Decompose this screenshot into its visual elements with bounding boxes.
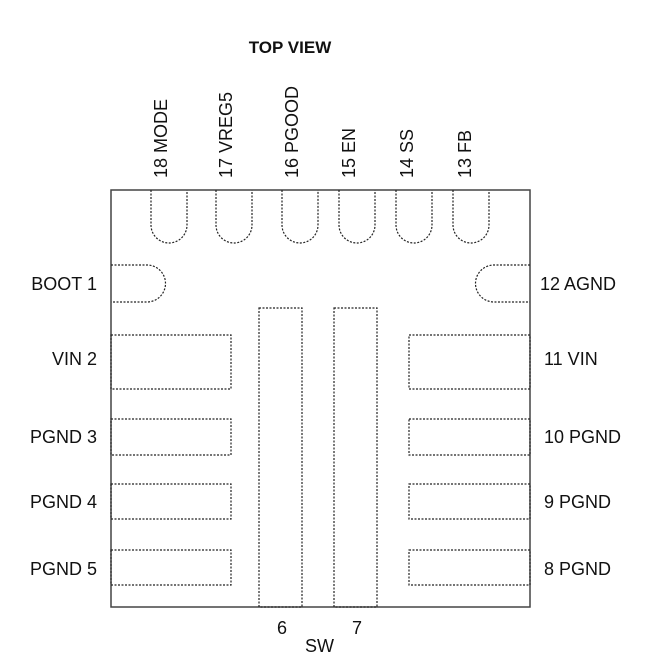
pin-label-2: VIN 2 xyxy=(51,349,97,369)
package-body xyxy=(110,189,531,608)
pad-18 xyxy=(150,190,188,244)
pad-12 xyxy=(474,264,530,303)
pin-label-13: 13 FB xyxy=(455,129,475,178)
pad-13 xyxy=(452,190,490,244)
pin-label-17: 17 VREG5 xyxy=(216,91,236,178)
pin-label-14: 14 SS xyxy=(397,128,417,178)
pin-label-1: BOOT 1 xyxy=(31,274,97,294)
pad-5 xyxy=(110,549,232,586)
pad-16 xyxy=(281,190,319,244)
diagram-title: TOP VIEW xyxy=(248,38,332,57)
pin-label-8: 8 PGND xyxy=(544,559,612,579)
pad-15 xyxy=(338,190,376,244)
pin-label-11: 11 VIN xyxy=(544,349,598,369)
pad-8 xyxy=(408,549,531,586)
pad-7 xyxy=(333,307,378,608)
pad-11 xyxy=(408,334,531,390)
pad-1 xyxy=(111,264,167,303)
pin-label-18: 18 MODE xyxy=(151,98,171,178)
pad-10 xyxy=(408,418,531,456)
pin-label-5: PGND 5 xyxy=(29,559,97,579)
pin-label-4: PGND 4 xyxy=(29,492,97,512)
pin-label-6: 6 xyxy=(277,618,288,638)
pad-17 xyxy=(215,190,253,244)
pad-9 xyxy=(408,483,531,520)
sw-label: SW xyxy=(305,636,334,656)
pad-3 xyxy=(110,418,232,456)
pad-6 xyxy=(258,307,303,608)
pin-label-10: 10 PGND xyxy=(544,427,622,447)
pad-4 xyxy=(110,483,232,520)
pad-2 xyxy=(110,334,232,390)
pin-label-16: 16 PGOOD xyxy=(282,85,302,178)
pin-label-3: PGND 3 xyxy=(29,427,97,447)
pin-label-12: 12 AGND xyxy=(540,274,617,294)
pin-label-15: 15 EN xyxy=(339,127,359,178)
pad-14 xyxy=(395,190,433,244)
pin-label-7: 7 xyxy=(352,618,363,638)
pin-label-9: 9 PGND xyxy=(544,492,612,512)
